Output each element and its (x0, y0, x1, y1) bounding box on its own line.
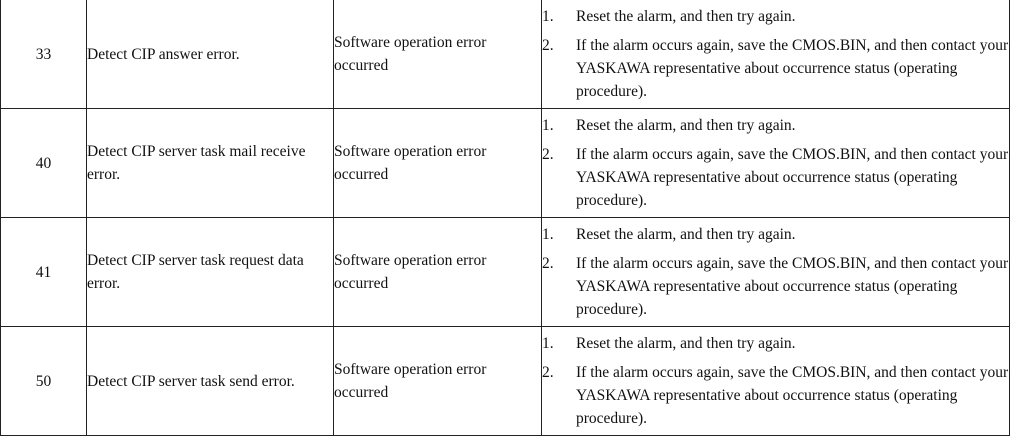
alarm-remedy: 1. Reset the alarm, and then try again. … (541, 108, 1010, 218)
step-text: If the alarm occurs again, save the CMOS… (576, 37, 1009, 100)
table-row: 33 Detect CIP answer error. Software ope… (0, 0, 1010, 109)
remedy-step: 2. If the alarm occurs again, save the C… (542, 143, 1009, 212)
alarm-description: Detect CIP server task mail receive erro… (86, 108, 334, 218)
alarm-cause: Software operation error occurred (333, 0, 542, 109)
step-number: 1. (542, 8, 554, 25)
table-row: 50 Detect CIP server task send error. So… (0, 326, 1010, 436)
step-text: If the alarm occurs again, save the CMOS… (576, 146, 1009, 209)
alarm-remedy: 1. Reset the alarm, and then try again. … (541, 326, 1010, 436)
step-number: 2. (542, 146, 554, 163)
step-text: Reset the alarm, and then try again. (576, 335, 796, 352)
alarm-description: Detect CIP server task request data erro… (86, 217, 334, 327)
alarm-cause: Software operation error occurred (333, 217, 542, 327)
remedy-step: 2. If the alarm occurs again, save the C… (542, 252, 1009, 321)
alarm-code: 40 (0, 108, 87, 218)
remedy-step: 2. If the alarm occurs again, save the C… (542, 361, 1009, 430)
step-number: 1. (542, 226, 554, 243)
alarm-cause: Software operation error occurred (333, 108, 542, 218)
alarm-code: 41 (0, 217, 87, 327)
alarm-description: Detect CIP answer error. (86, 0, 334, 109)
remedy-step: 1. Reset the alarm, and then try again. (542, 223, 1009, 246)
remedy-step: 1. Reset the alarm, and then try again. (542, 332, 1009, 355)
step-number: 2. (542, 364, 554, 381)
alarm-code: 33 (0, 0, 87, 109)
step-number: 2. (542, 255, 554, 272)
remedy-step: 1. Reset the alarm, and then try again. (542, 5, 1009, 28)
alarm-code: 50 (0, 326, 87, 436)
alarm-remedy: 1. Reset the alarm, and then try again. … (541, 0, 1010, 109)
step-number: 2. (542, 37, 554, 54)
step-text: Reset the alarm, and then try again. (576, 8, 796, 25)
step-number: 1. (542, 335, 554, 352)
step-text: Reset the alarm, and then try again. (576, 117, 796, 134)
alarm-cause: Software operation error occurred (333, 326, 542, 436)
alarm-description: Detect CIP server task send error. (86, 326, 334, 436)
step-text: Reset the alarm, and then try again. (576, 226, 796, 243)
alarm-remedy: 1. Reset the alarm, and then try again. … (541, 217, 1010, 327)
step-text: If the alarm occurs again, save the CMOS… (576, 255, 1009, 318)
table-row: 40 Detect CIP server task mail receive e… (0, 108, 1010, 218)
remedy-step: 2. If the alarm occurs again, save the C… (542, 34, 1009, 103)
step-text: If the alarm occurs again, save the CMOS… (576, 364, 1009, 427)
remedy-step: 1. Reset the alarm, and then try again. (542, 114, 1009, 137)
step-number: 1. (542, 117, 554, 134)
table-row: 41 Detect CIP server task request data e… (0, 217, 1010, 327)
